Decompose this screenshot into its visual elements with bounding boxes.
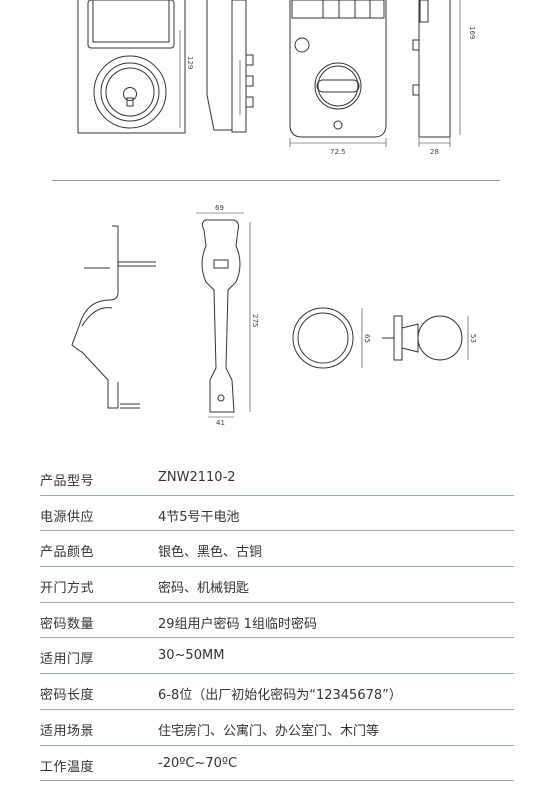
spec-row-model: 产品型号 ZNW2110-2 [40,460,514,496]
section-divider [52,180,500,181]
spec-value: 住宅房门、公寓门、办公室门、木门等 [158,723,380,739]
spec-label: 密码长度 [40,688,95,704]
dim-back-width: 72.5 [330,148,346,156]
back-panel-drawing [289,0,387,147]
dim-handle-bottom: 41 [216,419,225,427]
spec-row-unlock-method: 开门方式 密码、机械钥匙 [40,567,514,603]
spec-row-temperature: 工作温度 -20ºC~70ºC [40,746,514,782]
spec-row-password-count: 密码数量 29组用户密码 1组临时密码 [40,603,514,639]
spec-value: 银色、黑色、古铜 [158,545,263,561]
front-keypad-drawing [77,0,186,134]
spec-label: 密码数量 [40,616,95,632]
knob-front-drawing [292,307,363,369]
spec-value: -20ºC~70ºC [158,755,238,771]
spec-label: 适用门厚 [40,652,95,668]
dim-back-height: 169 [468,26,476,39]
technical-drawings: 129 169 72.5 28 69 275 41 65 53 [71,0,477,427]
spec-table: 产品型号 ZNW2110-2 电源供应 4节5号干电池 产品颜色 银色、黑色、古… [40,460,514,782]
spec-row-door-thickness: 适用门厚 30~50MM [40,638,514,675]
spec-value: 30~50MM [158,648,225,664]
handle-side-drawing [71,225,156,409]
spec-label: 开门方式 [40,581,95,597]
spec-value: 29组用户密码 1组临时密码 [158,616,317,632]
spec-label: 适用场景 [40,723,95,739]
dim-front-height: 129 [186,56,194,69]
spec-label: 产品颜色 [40,545,95,561]
spec-label: 电源供应 [40,509,95,525]
spec-row-scenarios: 适用场景 住宅房门、公寓门、办公室门、木门等 [40,710,514,746]
spec-label: 工作温度 [40,759,95,775]
spec-row-color: 产品颜色 银色、黑色、古铜 [40,531,514,568]
dim-knob-side: 53 [469,334,477,343]
spec-value: 6-8位（出厂初始化密码为“12345678”） [158,688,402,704]
depth-view-drawing [412,0,461,147]
spec-row-password-length: 密码长度 6-8位（出厂初始化密码为“12345678”） [40,674,514,710]
spec-value: ZNW2110-2 [158,470,236,485]
handle-front-drawing [196,212,251,418]
spec-value: 密码、机械钥匙 [158,581,250,597]
knob-side-drawing [382,315,469,361]
spec-label: 产品型号 [40,474,95,489]
side-profile-drawing [206,0,254,133]
spec-row-power: 电源供应 4节5号干电池 [40,496,514,532]
dim-handle-width: 69 [215,204,224,212]
dim-knob-diameter: 65 [363,334,371,343]
dim-depth: 28 [430,148,439,156]
technical-drawings-svg: 129 169 72.5 28 69 275 41 65 53 [71,0,477,427]
dim-handle-height: 275 [251,314,259,327]
spec-value: 4节5号干电池 [158,509,240,525]
